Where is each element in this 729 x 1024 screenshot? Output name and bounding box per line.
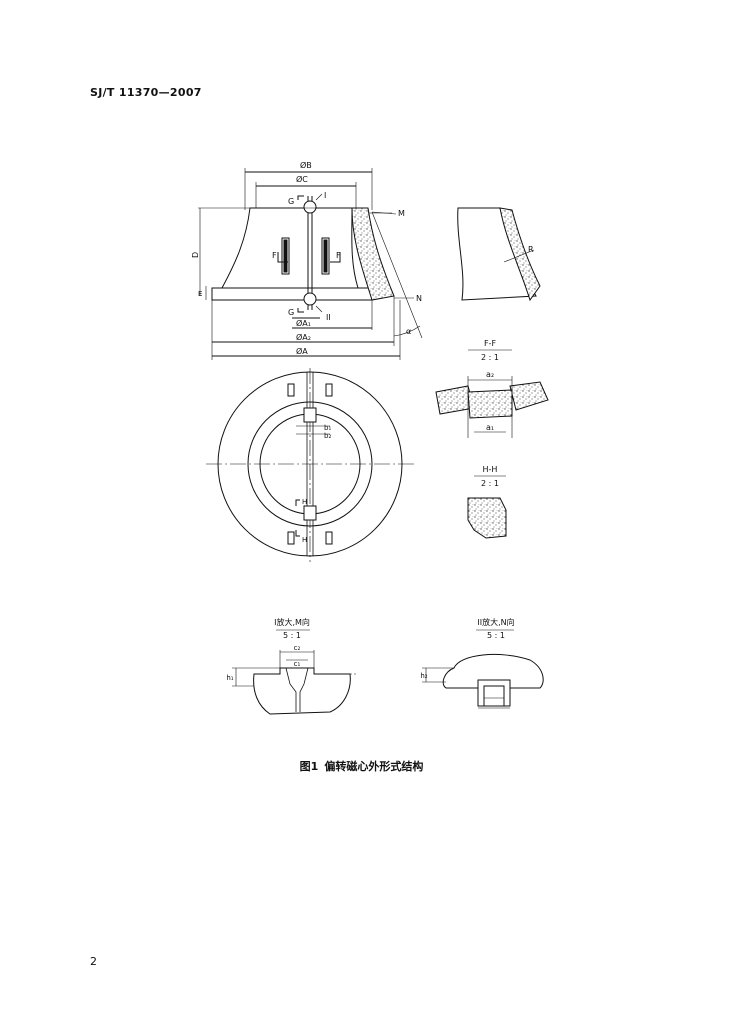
core-section-stipple bbox=[351, 207, 395, 301]
label-m: M bbox=[398, 209, 405, 218]
detail-m-title: I放大,M向 bbox=[274, 617, 310, 627]
label-f-right: F bbox=[336, 251, 341, 260]
label-a2: a₂ bbox=[486, 370, 494, 379]
figure-caption: 图1 偏转磁心外形式结构 bbox=[0, 758, 729, 774]
standard-number: SJ/T 11370—2007 bbox=[90, 86, 202, 99]
core-body bbox=[221, 207, 359, 289]
detail-m-scale: 5 : 1 bbox=[283, 631, 301, 640]
label-g-bottom: G bbox=[288, 308, 294, 317]
page-number: 2 bbox=[90, 955, 97, 968]
section-ff-title: F-F bbox=[484, 339, 496, 348]
label-e: E bbox=[198, 290, 202, 298]
label-h1: h₁ bbox=[226, 674, 233, 682]
label-dia-a1: ØA₁ bbox=[296, 318, 311, 328]
label-dia-a: ØA bbox=[296, 346, 308, 356]
label-n: N bbox=[416, 294, 422, 303]
label-c1: c₁ bbox=[294, 660, 301, 668]
label-h-top: H bbox=[302, 498, 307, 506]
label-c2: c₂ bbox=[294, 644, 301, 652]
figure-title: 偏转磁心外形式结构 bbox=[324, 760, 424, 773]
label-b2: b₂ bbox=[324, 432, 331, 440]
detail-n bbox=[422, 629, 544, 709]
section-hh bbox=[467, 475, 507, 539]
label-g-top: G bbox=[288, 197, 294, 206]
section-ff-scale: 2 : 1 bbox=[481, 353, 499, 362]
detail-m bbox=[232, 629, 356, 715]
section-ff bbox=[435, 349, 549, 438]
label-dia-c: ØC bbox=[296, 174, 308, 184]
side-view-labels: ØB ØC G I M D F F E N G II ØA₁ ØA₂ ØA α bbox=[191, 160, 422, 356]
label-r: R bbox=[528, 245, 534, 254]
label-h2: h₂ bbox=[420, 672, 427, 680]
label-dia-a2: ØA₂ bbox=[296, 332, 311, 342]
label-a1: a₁ bbox=[486, 423, 494, 432]
label-alpha: α bbox=[406, 327, 411, 336]
partial-section bbox=[457, 207, 541, 302]
label-ii: II bbox=[326, 313, 331, 322]
section-hh-scale: 2 : 1 bbox=[481, 479, 499, 488]
figure-number: 图1 bbox=[299, 760, 319, 773]
label-b1: b₁ bbox=[324, 424, 331, 432]
base-flange bbox=[211, 287, 373, 301]
detail-n-scale: 5 : 1 bbox=[487, 631, 505, 640]
side-view bbox=[198, 168, 423, 360]
label-d: D bbox=[191, 252, 200, 258]
top-view bbox=[206, 368, 414, 562]
section-hh-title: H-H bbox=[483, 465, 498, 474]
label-h-bottom: H bbox=[302, 536, 307, 544]
label-dia-b: ØB bbox=[300, 160, 312, 170]
label-i: I bbox=[324, 191, 326, 200]
detail-n-title: II放大,N向 bbox=[477, 617, 514, 627]
label-f-left: F bbox=[272, 251, 277, 260]
